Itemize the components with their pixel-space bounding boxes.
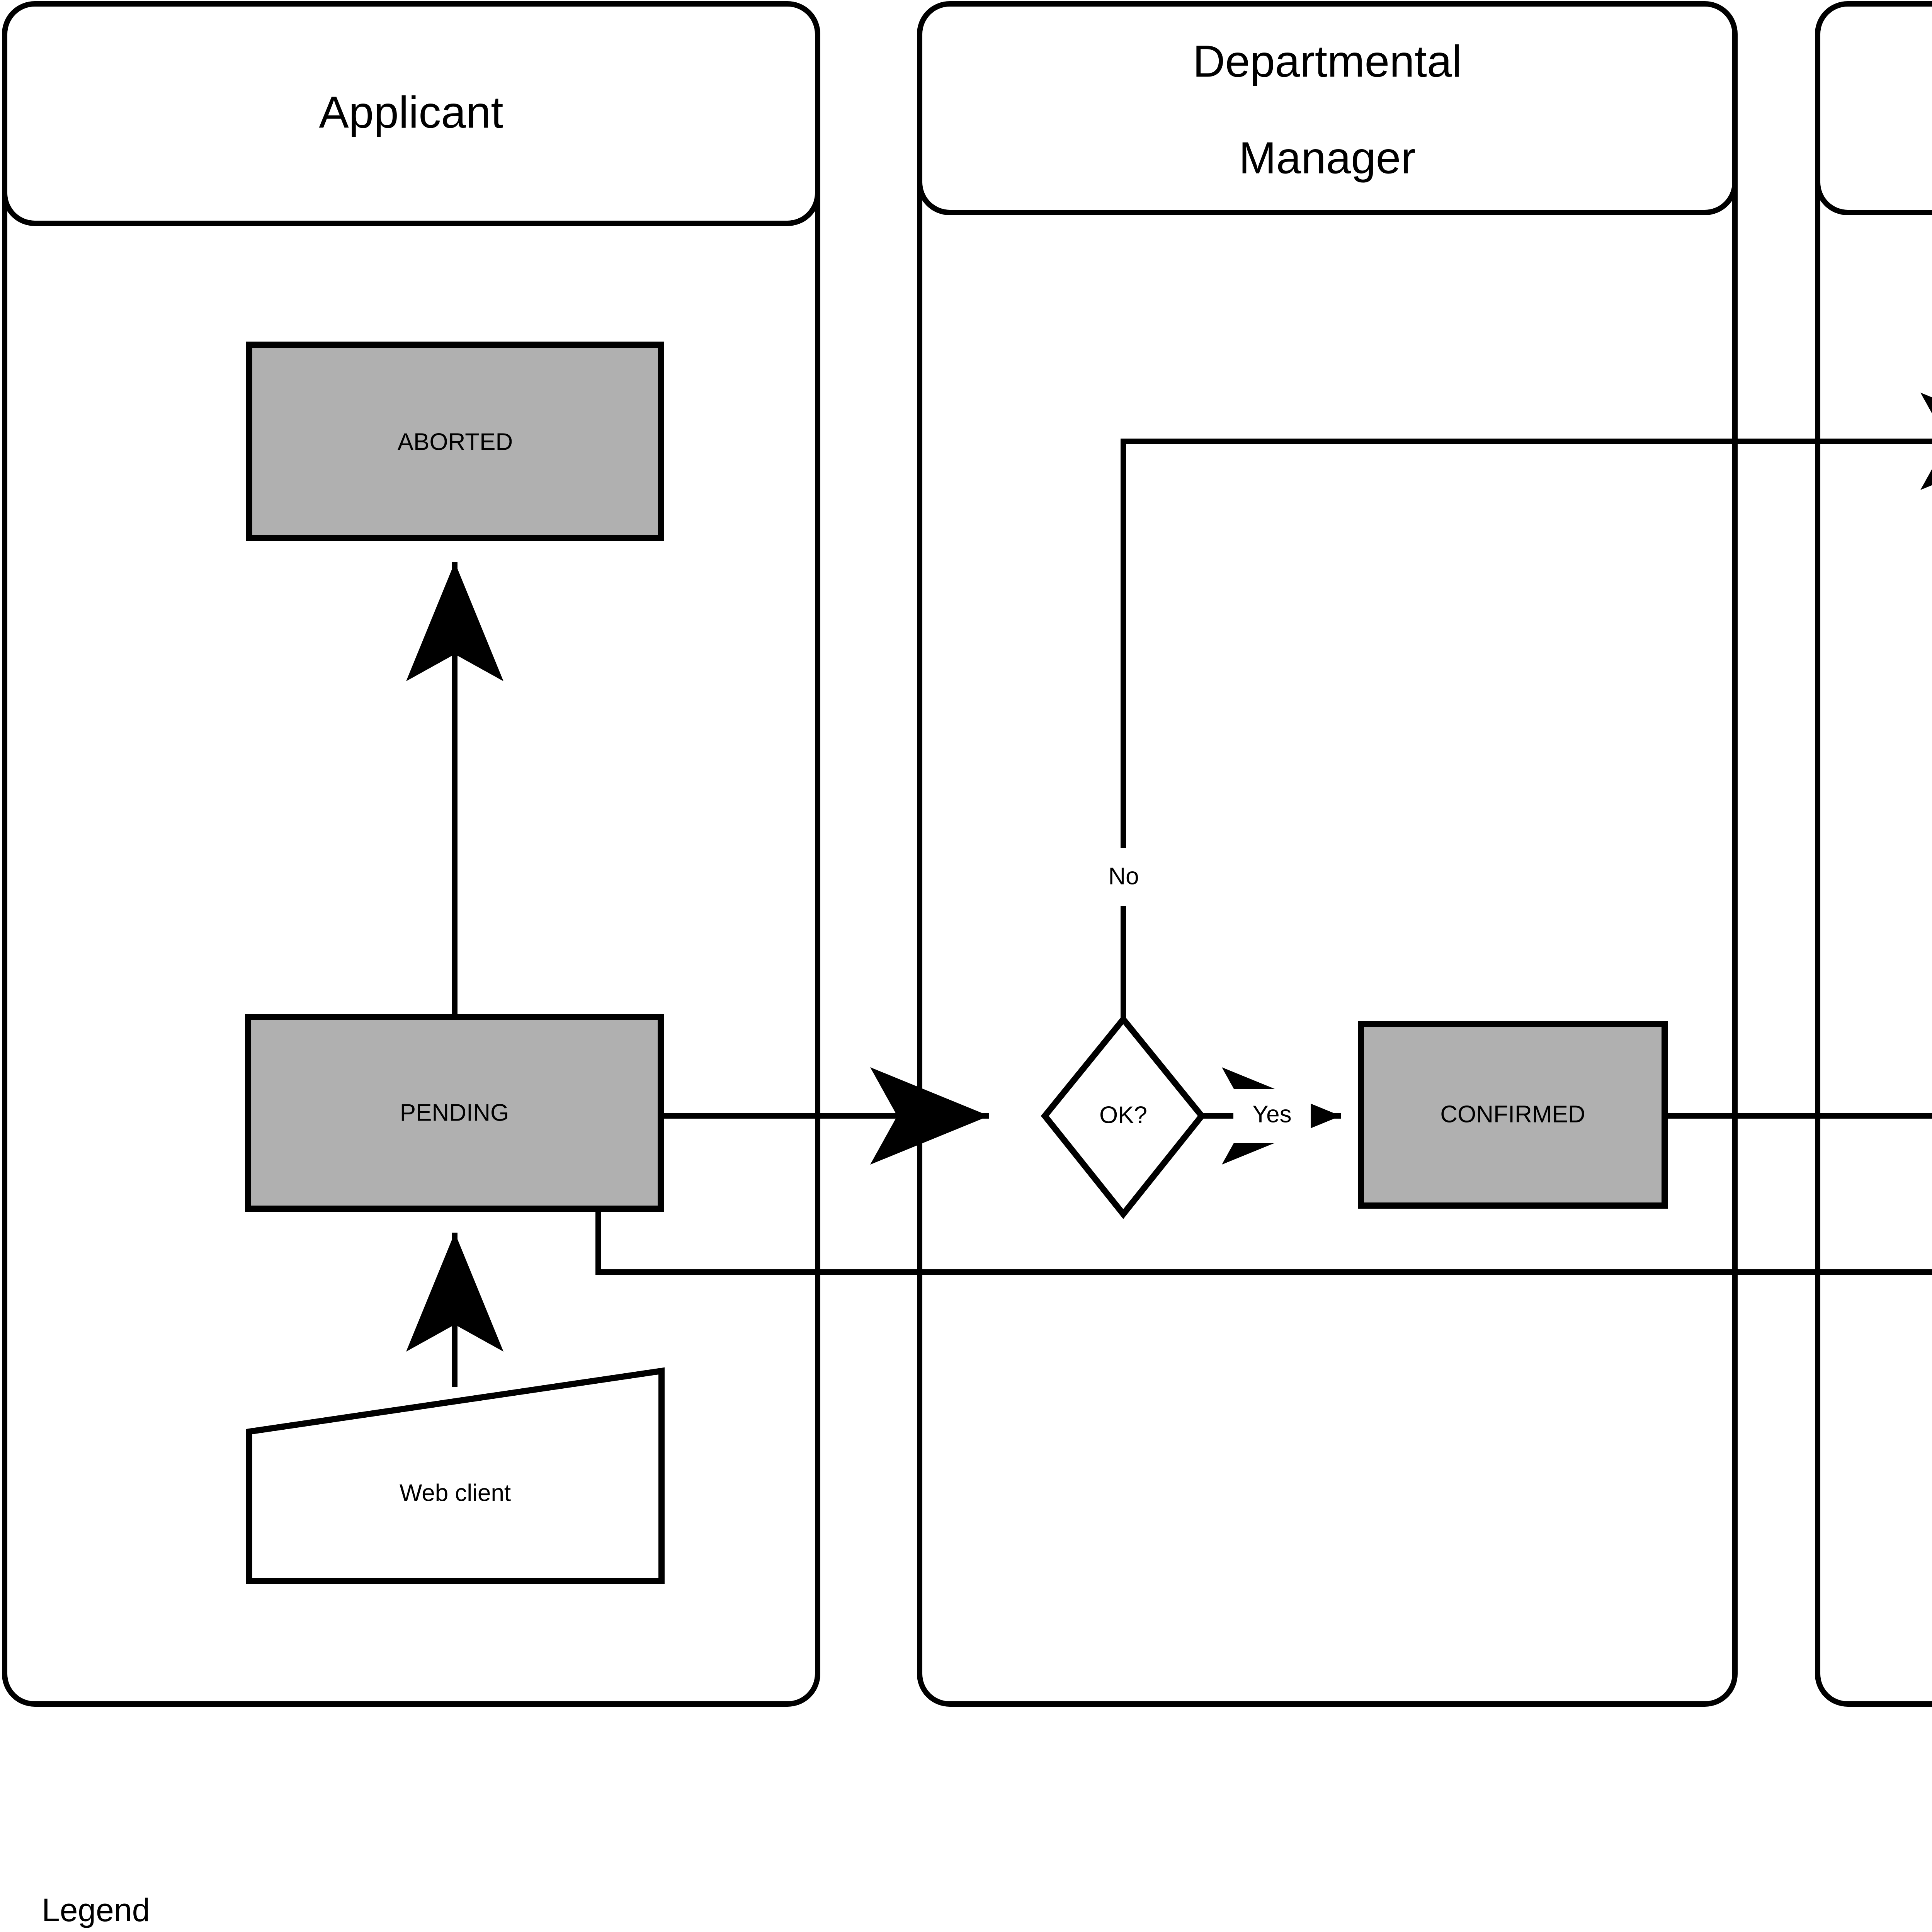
- lane-dept-manager-title-line1: Departmental: [1193, 36, 1462, 87]
- edge-label-ok1-no: No: [1108, 863, 1139, 889]
- node-webclient[interactable]: Web client: [246, 1367, 665, 1584]
- node-aborted-label: ABORTED: [398, 429, 513, 455]
- lane-dept-manager-header: [917, 1, 1738, 215]
- node-pending[interactable]: PENDING: [245, 1014, 664, 1212]
- edge-label-ok1-no-bg: [1090, 848, 1159, 906]
- node-confirmed-shape: [1358, 1021, 1668, 1209]
- edge-label-ok1-yes: Yes: [1252, 1101, 1291, 1128]
- lane-dept-manager-body: [917, 113, 1738, 1707]
- node-confirmed-label: CONFIRMED: [1440, 1101, 1585, 1128]
- node-ok1-label: OK?: [1099, 1102, 1147, 1128]
- node-ok1-shape: [1041, 1014, 1206, 1219]
- edge-ok1-yes-to-confirmed: Yes: [1201, 1067, 1341, 1165]
- edge-ok1-no-to-rejected: No: [1090, 393, 1932, 1020]
- node-aborted-shape: [246, 342, 664, 541]
- edge-pending-to-ok2-loop: [595, 1209, 1932, 1275]
- legend: Legend Status CONFIRMED: [42, 1892, 150, 1928]
- lane-dept-manager[interactable]: Departmental Manager: [917, 1, 1738, 1707]
- lane-hr-body: [1815, 113, 1932, 1707]
- node-aborted[interactable]: ABORTED: [246, 342, 664, 541]
- lane-hr-header: [1815, 1, 1932, 215]
- node-pending-label: PENDING: [400, 1099, 509, 1126]
- node-confirmed[interactable]: CONFIRMED: [1358, 1021, 1668, 1209]
- lane-applicant-title: Applicant: [319, 87, 503, 138]
- legend-heading: Legend: [42, 1892, 150, 1928]
- edge-label-ok1-yes-bg: [1233, 1089, 1311, 1143]
- node-pending-shape: [245, 1014, 664, 1212]
- node-webclient-label: Web client: [400, 1480, 511, 1506]
- node-ok1[interactable]: OK?: [1041, 1014, 1206, 1219]
- node-webclient-shape: [246, 1367, 665, 1584]
- lane-applicant-header: [2, 1, 820, 226]
- lane-dept-manager-title-line2: Manager: [1239, 133, 1416, 183]
- lane-hr[interactable]: HR Department: [1815, 1, 1932, 1707]
